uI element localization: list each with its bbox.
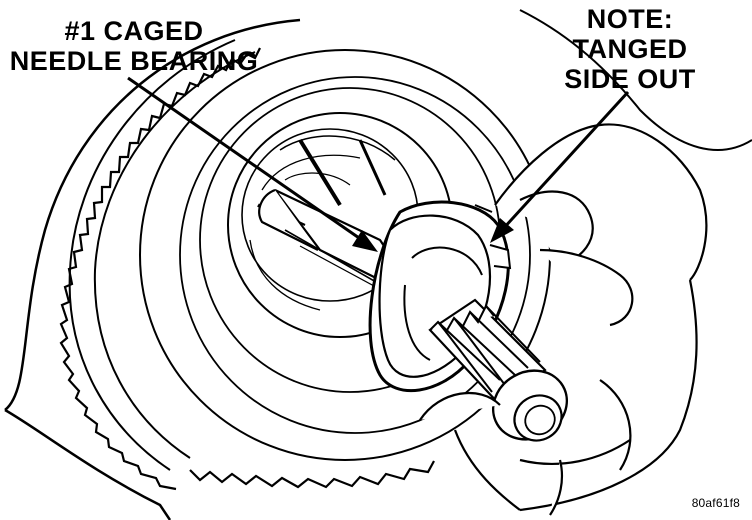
tang-leader-arrow bbox=[490, 90, 630, 243]
note-callout-line2: TANGED bbox=[572, 34, 688, 64]
note-callout: NOTE: TANGED SIDE OUT bbox=[556, 4, 704, 94]
transmission-housing bbox=[4, 9, 752, 520]
bearing-leader-arrow bbox=[127, 76, 378, 252]
splined-shaft-end bbox=[428, 298, 569, 442]
bearing-callout-line2: NEEDLE BEARING bbox=[9, 46, 259, 76]
technician-hands bbox=[419, 123, 708, 516]
note-callout-line3: SIDE OUT bbox=[564, 64, 696, 94]
figure-id: 80af61f8 bbox=[691, 496, 740, 510]
bearing-callout: #1 CAGED NEEDLE BEARING bbox=[8, 16, 260, 76]
toothed-ring bbox=[59, 39, 435, 491]
bearing-callout-line1: #1 CAGED bbox=[64, 16, 204, 46]
note-callout-line1: NOTE: bbox=[586, 4, 674, 34]
